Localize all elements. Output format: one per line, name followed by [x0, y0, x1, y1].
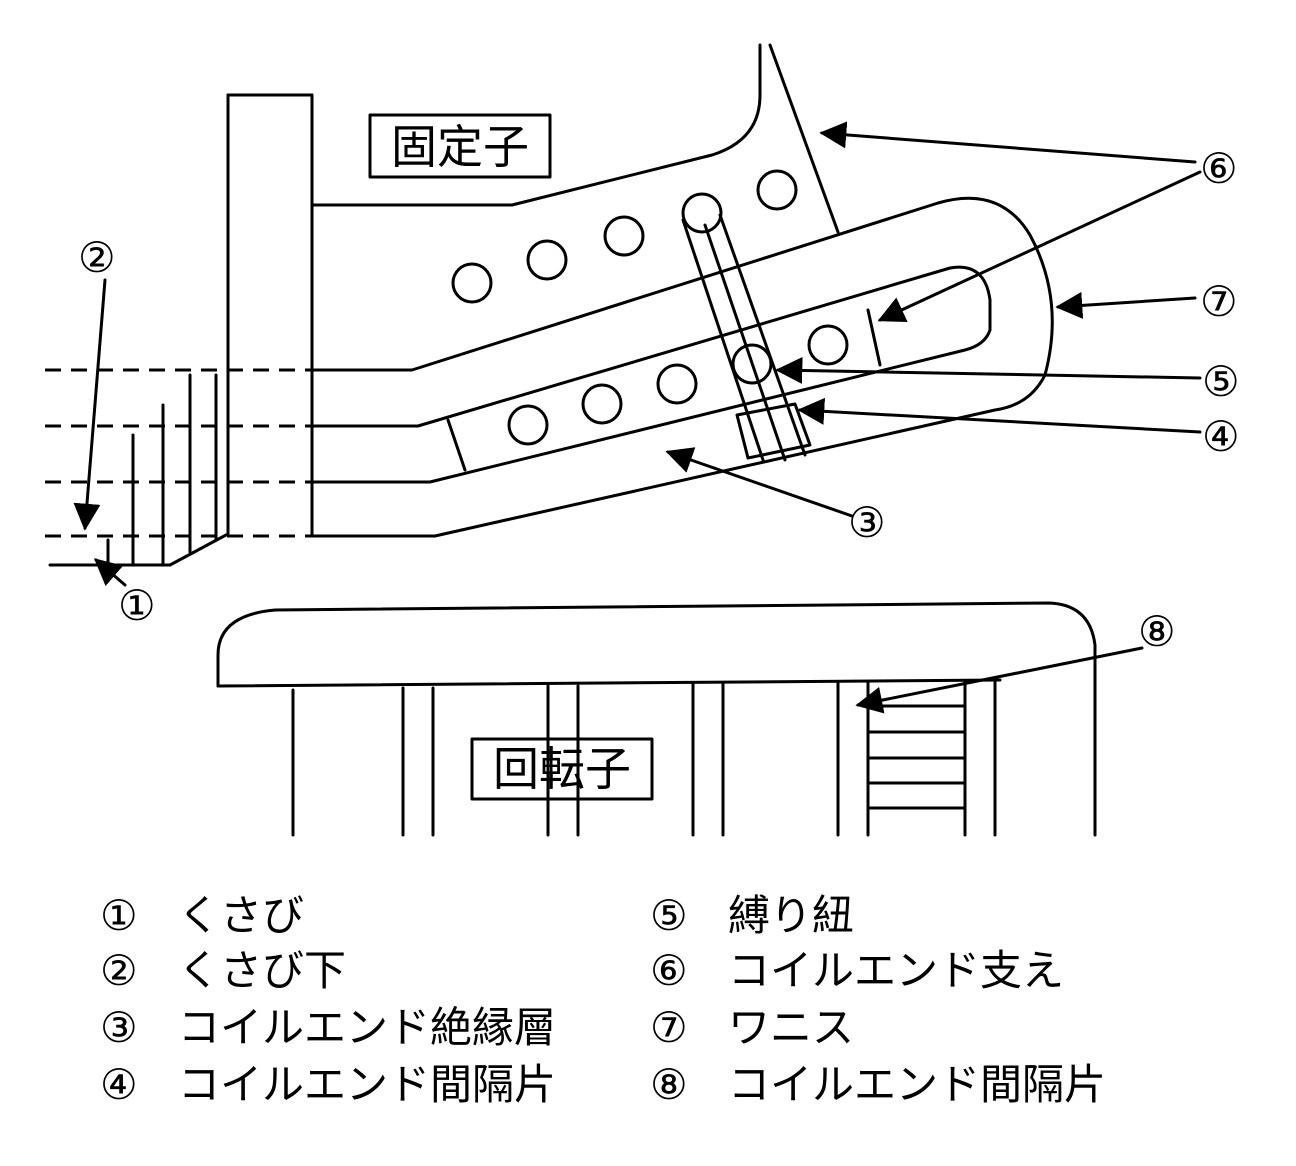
- rotor-label: 回転子: [493, 742, 631, 796]
- slot-dashed-lines: [45, 368, 312, 538]
- legend-text: くさび下: [178, 946, 346, 995]
- legend-text: くさび: [178, 891, 304, 940]
- stator-label: 固定子: [391, 120, 529, 174]
- callout-arrows: [73, 121, 1202, 714]
- legend-text: 縛り紐: [728, 891, 854, 940]
- coil-end: [310, 196, 1054, 538]
- rotor-spacer: [866, 704, 967, 810]
- marker-4: ④: [1202, 412, 1240, 461]
- marker-2: ②: [78, 233, 116, 282]
- callout-markers: ① ② ③ ④ ⑤ ⑥ ⑦ ⑧: [78, 144, 1240, 656]
- legend-text: コイルエンド間隔片: [728, 1060, 1106, 1109]
- rotor-label-box: 回転子: [470, 737, 654, 801]
- coil-end-spacer: [735, 402, 812, 460]
- legend: ① くさび ② くさび下 ③ コイルエンド絶縁層 ④ コイルエンド間隔片 ⑤ 縛…: [100, 891, 1106, 1109]
- legend-num: ⑦: [650, 1003, 688, 1052]
- legend-text: ワニス: [728, 1003, 854, 1052]
- legend-num: ④: [100, 1060, 138, 1109]
- legend-text: コイルエンド間隔片: [178, 1060, 556, 1109]
- legend-text: コイルエンド絶縁層: [178, 1003, 556, 1052]
- marker-6: ⑥: [1200, 144, 1238, 193]
- tie-cord: [681, 213, 807, 462]
- stator-label-box: 固定子: [368, 113, 552, 179]
- conductors: [451, 169, 849, 446]
- legend-num: ②: [100, 946, 138, 995]
- marker-8: ⑧: [1138, 607, 1176, 656]
- legend-num: ⑧: [650, 1060, 688, 1109]
- legend-num: ⑥: [650, 946, 688, 995]
- legend-num: ③: [100, 1003, 138, 1052]
- stator-body: [310, 43, 840, 234]
- legend-text: コイルエンド支え: [728, 946, 1064, 995]
- marker-1: ①: [118, 581, 156, 630]
- marker-5: ⑤: [1202, 357, 1240, 406]
- legend-num: ①: [100, 891, 138, 940]
- legend-num: ⑤: [650, 891, 688, 940]
- marker-7: ⑦: [1200, 277, 1238, 326]
- marker-3: ③: [848, 498, 886, 547]
- rotor: [216, 601, 1097, 837]
- stator-core: [226, 93, 314, 537]
